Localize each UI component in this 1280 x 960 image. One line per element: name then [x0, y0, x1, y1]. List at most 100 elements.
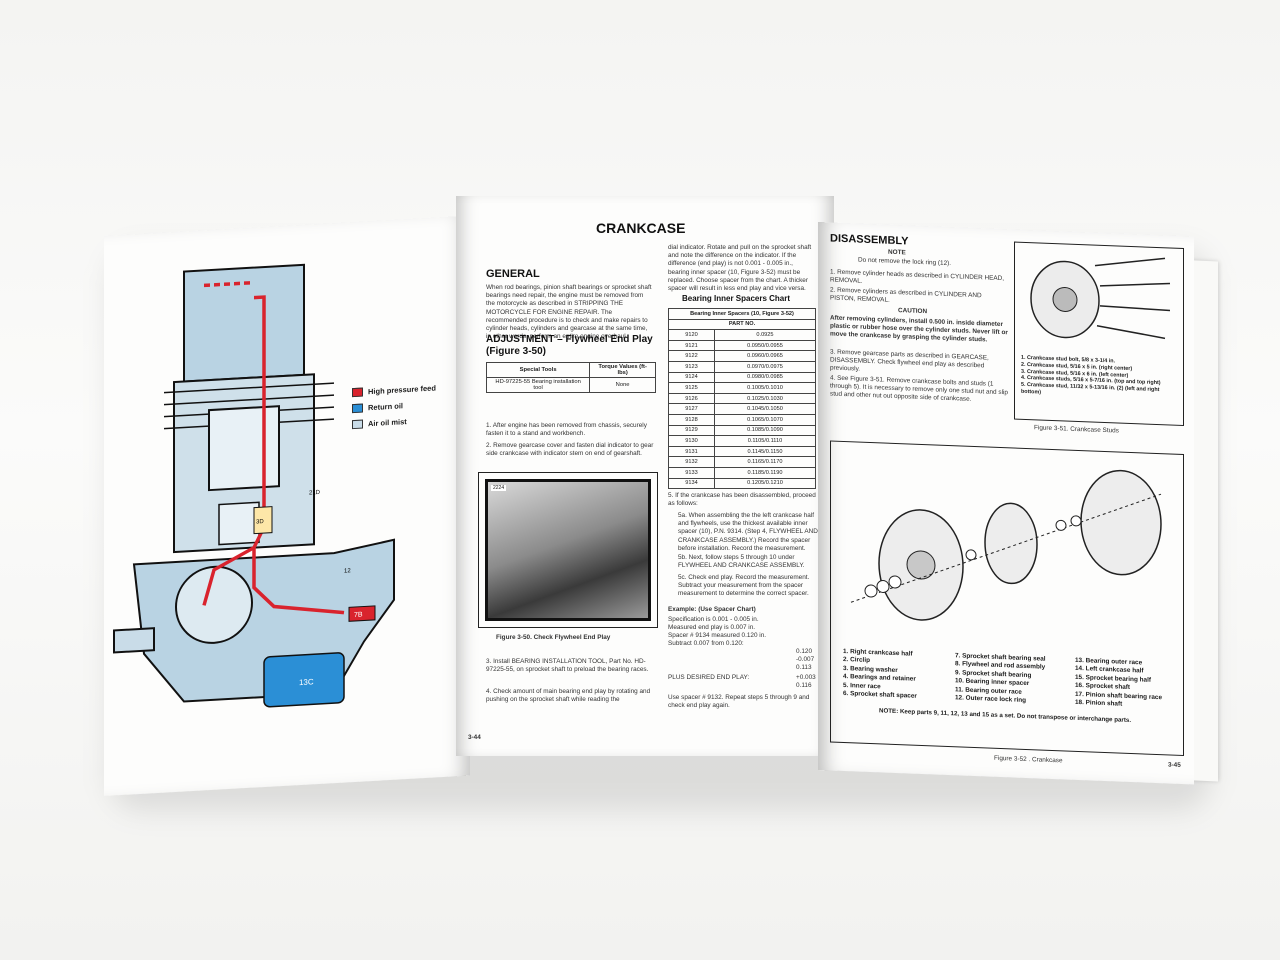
- crankcase-studs-drawing: [1030, 257, 1171, 340]
- chart-part-no: 9129: [668, 424, 715, 437]
- legend-swatch-red: [352, 387, 363, 398]
- step-4: 4. Check amount of main bearing end play…: [486, 688, 651, 704]
- engine-oil-flow-diagram: 13C 7B 3D 21D 12: [113, 263, 395, 708]
- chart-part-no: 9126: [668, 392, 715, 405]
- chart-part-no: 9133: [668, 466, 715, 479]
- tools-cell: HD-97225-55 Bearing installation tool: [485, 377, 591, 393]
- chart-size: 0.1205/0.1210: [713, 477, 817, 490]
- use-spacer-text: Use spacer # 9132. Repeat steps 5 throug…: [668, 694, 810, 710]
- callout-12: 12: [344, 568, 351, 574]
- step-5: 5. If the crankcase has been disassemble…: [668, 492, 816, 508]
- step-5a: 5a. When assembling the the left crankca…: [678, 512, 818, 552]
- plus-value: 0.116: [796, 682, 812, 689]
- chart-size: 0.1005/0.1010: [713, 382, 817, 394]
- chart-part-no: 9122: [668, 350, 715, 362]
- crankcase-exploded-view: [850, 469, 1162, 621]
- figure-3-50-caption: Figure 3-50. Check Flywheel End Play: [496, 634, 611, 641]
- adjustment-heading: ADJUSTMENT – Flywheel End Play (Figure 3…: [486, 334, 653, 357]
- chart-part-no: 9130: [668, 435, 715, 447]
- disassembly-heading: DISASSEMBLY: [830, 232, 909, 248]
- example-line: Specification is 0.001 - 0.005 in.: [668, 616, 759, 623]
- chart-size: 0.1145/0.1150: [713, 445, 817, 458]
- legend-swatch-light: [352, 419, 363, 430]
- chart-size: 0.1105/0.1110: [713, 435, 817, 447]
- step-1: 1. After engine has been removed from ch…: [486, 422, 647, 438]
- page-number: 3-44: [468, 734, 481, 741]
- parts-column-1: 1. Right crankcase half 2. Circlip 3. Be…: [843, 648, 953, 703]
- flywheel-photo: 2224: [485, 479, 651, 621]
- chart-size: 0.1085/0.1090: [713, 424, 817, 437]
- step-5c: 5c. Check end play. Record the measureme…: [678, 574, 810, 598]
- callout-13c: 13C: [299, 677, 314, 687]
- chart-part-no: 9132: [668, 456, 715, 468]
- chart-size: 0.0970/0.0975: [713, 360, 817, 373]
- page-3-44: CRANKCASE GENERAL When rod bearings, pin…: [456, 196, 834, 756]
- example-value: 0.120: [796, 648, 812, 655]
- callout-7b: 7B: [354, 612, 363, 619]
- chart-size: 0.0960/0.0965: [713, 350, 817, 362]
- example-heading: Example: (Use Spacer Chart): [668, 606, 756, 613]
- step-3: 3. Install BEARING INSTALLATION TOOL, Pa…: [486, 658, 649, 674]
- dial-indicator-text: dial indicator. Rotate and pull on the s…: [668, 244, 812, 293]
- caution-text: After removing cylinders, install 0.500 …: [830, 314, 1008, 344]
- chart-size: 0.0980/0.0985: [713, 371, 817, 384]
- chart-size: 0.0950/0.0955: [713, 339, 817, 352]
- note-title: NOTE: [888, 248, 906, 257]
- chart-header: Bearing Inner Spacers (10, Figure 3-52): [668, 308, 816, 320]
- chart-size: 0.1045/0.1050: [713, 403, 817, 415]
- example-value: -0.007: [796, 656, 815, 663]
- chart-part-no: 9123: [668, 360, 715, 373]
- note-text: Do not remove the lock ring (12).: [858, 256, 952, 268]
- chart-size: 0.1165/0.1170: [713, 456, 817, 468]
- chart-size: 0.1185/0.1190: [713, 466, 817, 479]
- chart-part-no: 9127: [668, 403, 715, 415]
- example-line: Subtract 0.007 from 0.120:: [668, 640, 744, 647]
- chart-part-no: 9120: [668, 329, 715, 341]
- figure-3-51-caption: Figure 3-51. Crankcase Studs: [1034, 424, 1119, 435]
- figure-3-50-box: 2224: [478, 472, 658, 628]
- page-title: CRANKCASE: [596, 220, 686, 236]
- photo-label: 2224: [491, 485, 507, 491]
- left-page-oil-diagram: 13C 7B 3D 21D 12 High pressure feed Retu…: [104, 215, 470, 797]
- disassembly-step-4: 4. See Figure 3-51. Remove crankcase bol…: [830, 374, 1008, 404]
- chart-size: 0.1025/0.1030: [713, 392, 817, 405]
- chart-part-no: 9121: [668, 339, 715, 352]
- legend-swatch-blue: [352, 403, 363, 414]
- chart-size: 0.0925: [713, 329, 817, 341]
- figure-3-51-box: 1. Crankcase stud bolt, 5/8 x 3-1/4 in. …: [1014, 241, 1184, 427]
- tools-cell: None: [589, 377, 656, 393]
- step-5b: 5b. Next, follow steps 5 through 10 unde…: [678, 554, 805, 570]
- page-number: 3-45: [1168, 761, 1181, 769]
- step-2: 2. Remove gearcase cover and fasten dial…: [486, 442, 654, 458]
- special-tools-table: Special Tools Torque Values (ft-lbs) HD-…: [485, 362, 656, 393]
- chart-part-no: 9131: [668, 445, 715, 458]
- chart-header: PART NO.: [668, 318, 816, 331]
- figure-3-52-caption: Figure 3-52 . Crankcase: [994, 754, 1063, 765]
- plus-value: +0.003: [796, 674, 816, 681]
- example-value: 0.113: [796, 664, 812, 671]
- page-3-45: DISASSEMBLY NOTE Do not remove the lock …: [818, 222, 1194, 785]
- studs-list: 1. Crankcase stud bolt, 5/8 x 3-1/4 in. …: [1021, 355, 1179, 402]
- parts-column-3: 13. Bearing outer race 14. Left crankcas…: [1075, 657, 1181, 712]
- callout-21d: 21D: [309, 490, 321, 497]
- tools-header: Torque Values (ft-lbs): [589, 362, 656, 378]
- parts-note: NOTE: Keep parts 9, 11, 12, 13 and 15 as…: [879, 707, 1132, 725]
- chart-part-no: 9128: [668, 413, 715, 426]
- figure-3-52-box: 1. Right crankcase half 2. Circlip 3. Be…: [830, 440, 1184, 757]
- general-heading: GENERAL: [486, 268, 540, 280]
